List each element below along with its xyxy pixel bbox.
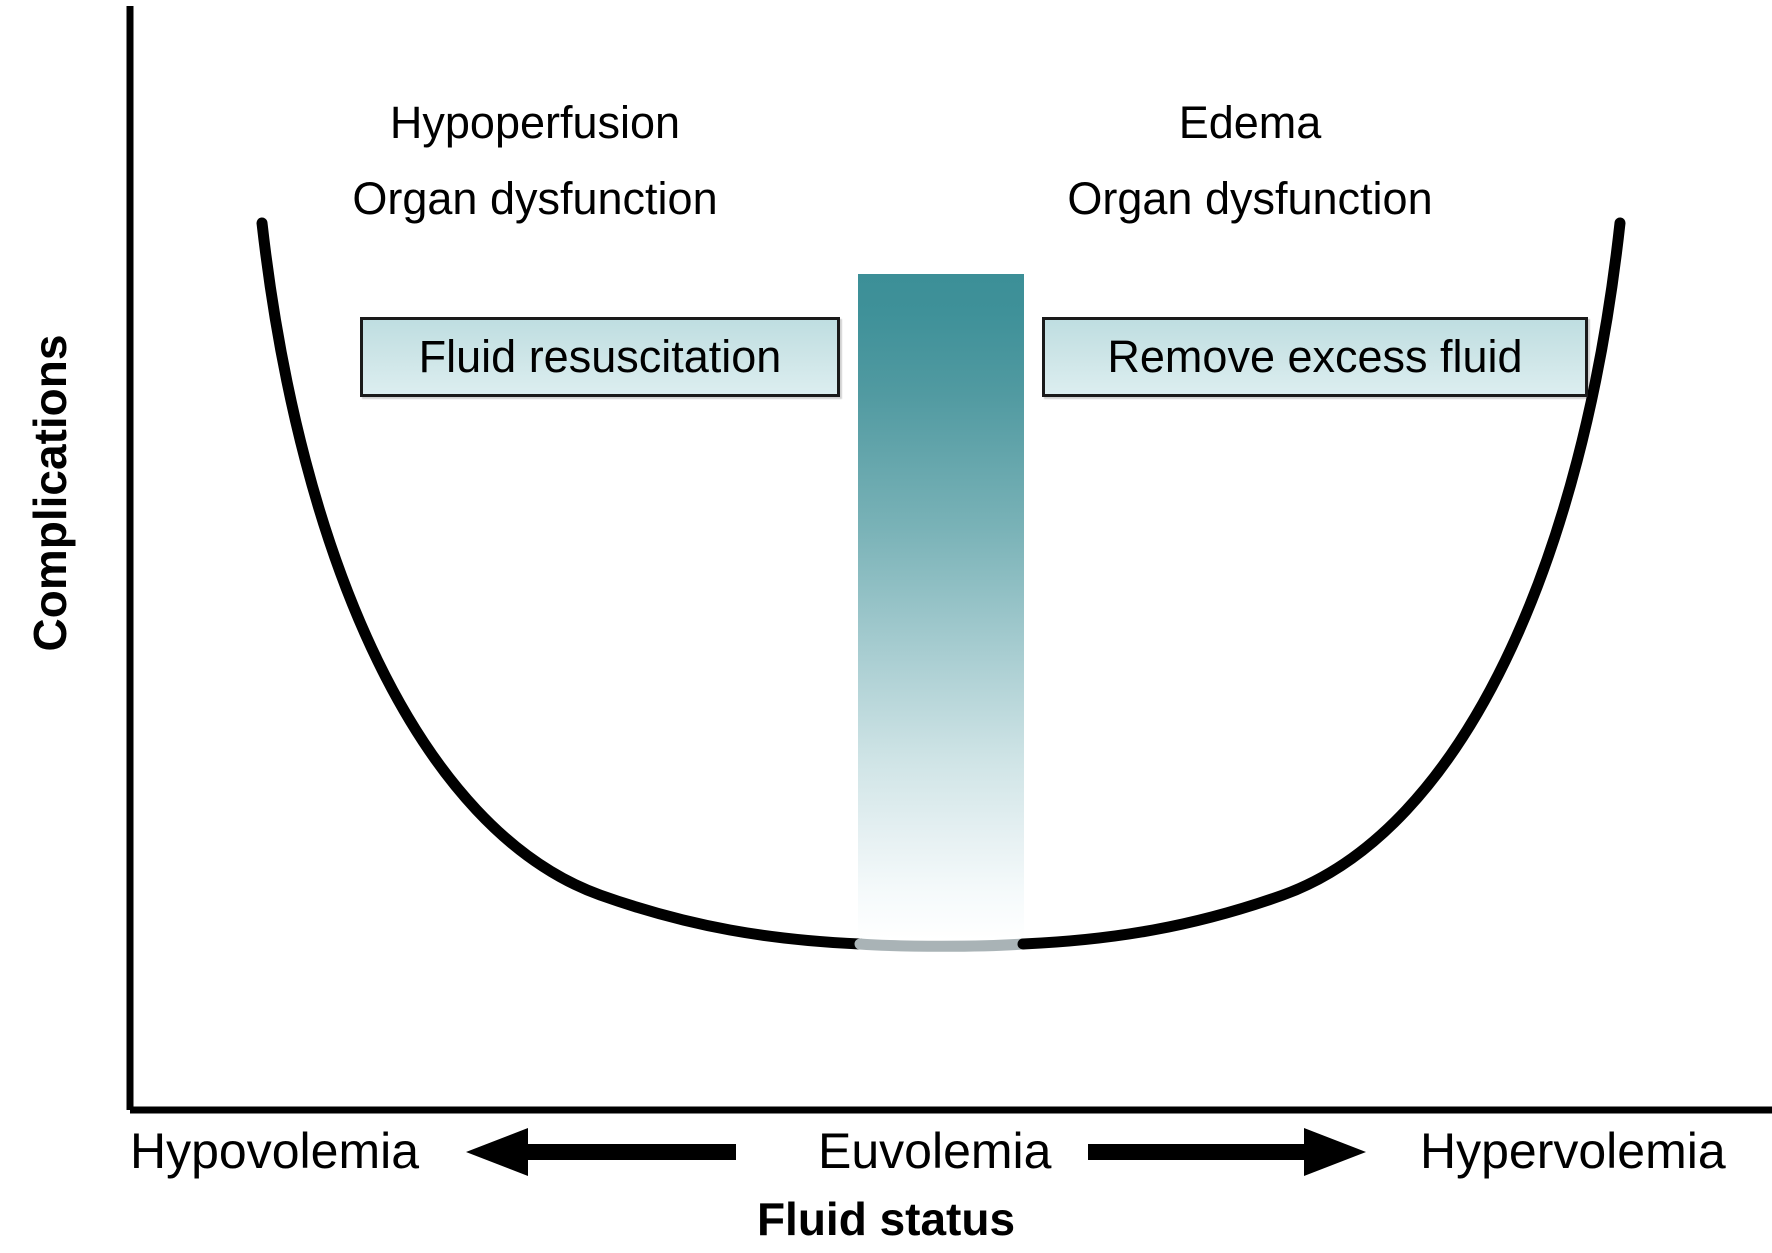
x-axis-title: Fluid status bbox=[756, 1193, 1016, 1245]
left-zone-consequence-hypoperfusion: Hypoperfusion bbox=[389, 97, 681, 148]
complications-curve-left bbox=[256, 217, 866, 950]
x-category-euvolemia: Euvolemia bbox=[818, 1123, 1052, 1179]
complications-curve-right bbox=[1017, 217, 1626, 950]
euvolemia-target-band bbox=[858, 274, 1024, 940]
right-zone-consequence-organ-dysfunction: Organ dysfunction bbox=[1067, 173, 1433, 224]
x-category-hypovolemia: Hypovolemia bbox=[130, 1123, 420, 1179]
complications-curve-band-segment bbox=[854, 938, 1029, 952]
y-axis-title: Complications bbox=[24, 334, 76, 652]
arrow-right-icon bbox=[1088, 1128, 1366, 1176]
x-category-hypervolemia: Hypervolemia bbox=[1420, 1123, 1726, 1179]
arrow-left-icon bbox=[466, 1128, 736, 1176]
left-zone-consequence-organ-dysfunction: Organ dysfunction bbox=[352, 173, 718, 224]
right-zone-consequence-edema: Edema bbox=[1178, 97, 1322, 148]
action-box-remove-excess-fluid[interactable]: Remove excess fluid bbox=[1042, 317, 1588, 397]
action-box-fluid-resuscitation[interactable]: Fluid resuscitation bbox=[360, 317, 840, 397]
